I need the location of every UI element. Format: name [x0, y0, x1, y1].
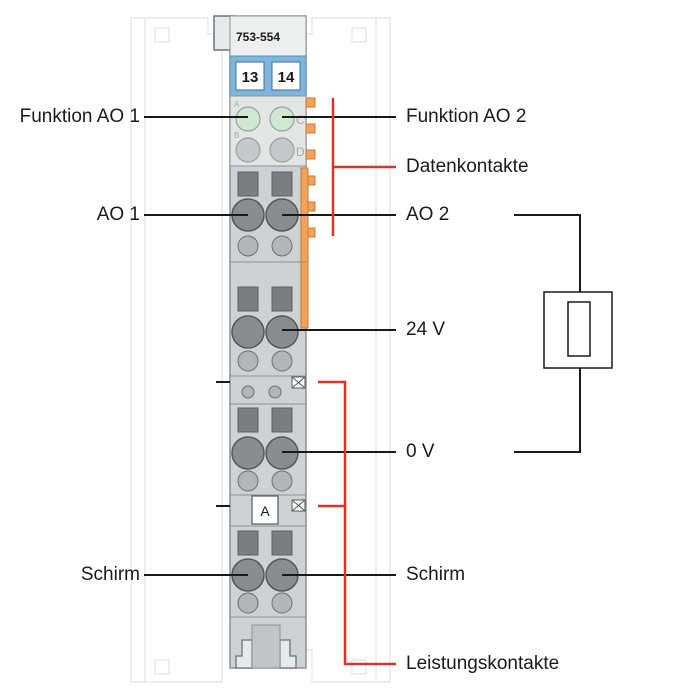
label-leistungskontakte: Leistungskontakte	[406, 653, 560, 674]
channel-13-box	[235, 61, 265, 91]
channel-13-text: 13	[242, 69, 259, 86]
led-letter-b: B	[234, 131, 239, 140]
marker-section: A	[230, 494, 306, 527]
terminal-block-0v	[231, 407, 299, 492]
channel-14-box	[271, 61, 301, 91]
io-module: 753-554 13 14 A C B D	[213, 15, 316, 669]
led-c-indicator	[269, 106, 295, 132]
led-b-indicator	[235, 137, 261, 163]
label-schirm-right: Schirm	[406, 564, 466, 585]
led-letter-c: C	[296, 113, 305, 127]
led-d-indicator	[269, 137, 295, 163]
terminal-block-schirm	[231, 530, 299, 614]
load-resistor	[514, 214, 613, 453]
label-datenkontakte: Datenkontakte	[406, 156, 529, 177]
led-letter-a: A	[234, 100, 240, 109]
led-a-indicator	[235, 106, 261, 132]
power-jumper-contact	[300, 167, 309, 329]
leader-lines	[144, 116, 396, 576]
label-funktion-ao2: Funktion AO 2	[406, 106, 527, 127]
terminal-block-24v	[230, 261, 306, 372]
power-contact-section	[230, 375, 306, 405]
marker-a-box	[251, 495, 279, 525]
channel-14-text: 14	[278, 69, 295, 86]
led-letter-d: D	[296, 145, 305, 159]
label-funktion-ao1: Funktion AO 1	[19, 106, 140, 127]
24v-clamp	[265, 315, 299, 349]
resistor-frame	[543, 291, 613, 369]
label-ao2: AO 2	[406, 204, 450, 225]
part-number-text: 753-554	[236, 30, 280, 44]
header-strip	[229, 15, 307, 57]
label-schirm-left: Schirm	[80, 564, 140, 585]
bottom-latch	[230, 616, 306, 669]
resistor-icon	[567, 301, 591, 357]
power-contacts-bracket	[318, 380, 396, 666]
label-ao1: AO 1	[96, 204, 140, 225]
label-24v: 24 V	[406, 319, 446, 340]
label-0v: 0 V	[406, 441, 435, 462]
marker-a-text: A	[260, 503, 270, 519]
data-contacts-bracket	[331, 98, 396, 236]
